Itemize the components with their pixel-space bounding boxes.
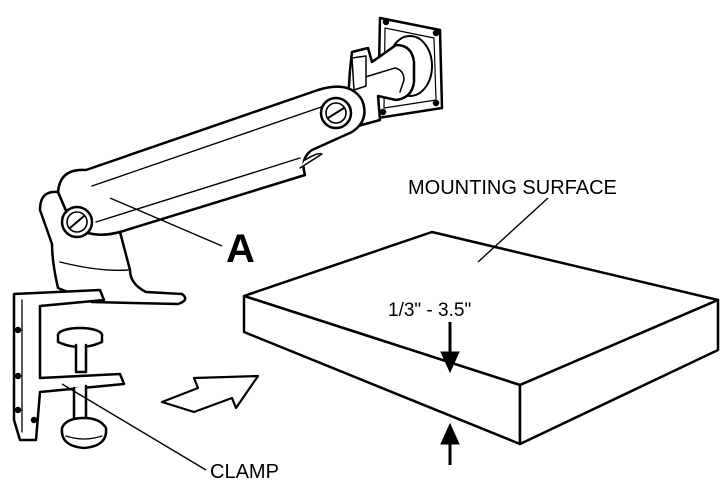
upper-arm — [56, 85, 366, 237]
leader-part-a — [109, 197, 223, 247]
surface-side — [518, 298, 720, 446]
bottom-arrow-head — [440, 422, 460, 445]
mounting-surface-label: MOUNTING SURFACE — [408, 177, 617, 199]
thickness-range-label: 1/3" - 3.5" — [388, 300, 471, 321]
base-knob — [60, 205, 94, 239]
part-a-label: A — [226, 227, 255, 271]
elbow-knob — [319, 96, 353, 130]
clamp-label: CLAMP — [210, 461, 279, 483]
desk-clamp — [12, 288, 126, 450]
leader-lines — [61, 197, 549, 471]
thickness-arrows — [440, 322, 460, 465]
lower-arm-joint — [38, 190, 187, 306]
leader-mounting-surface — [477, 197, 549, 263]
monitor-arm — [38, 16, 444, 306]
insert-direction-arrow — [160, 374, 260, 414]
top-arrow-head — [440, 351, 460, 374]
mounting-surface — [242, 230, 720, 446]
leader-clamp — [61, 383, 207, 471]
